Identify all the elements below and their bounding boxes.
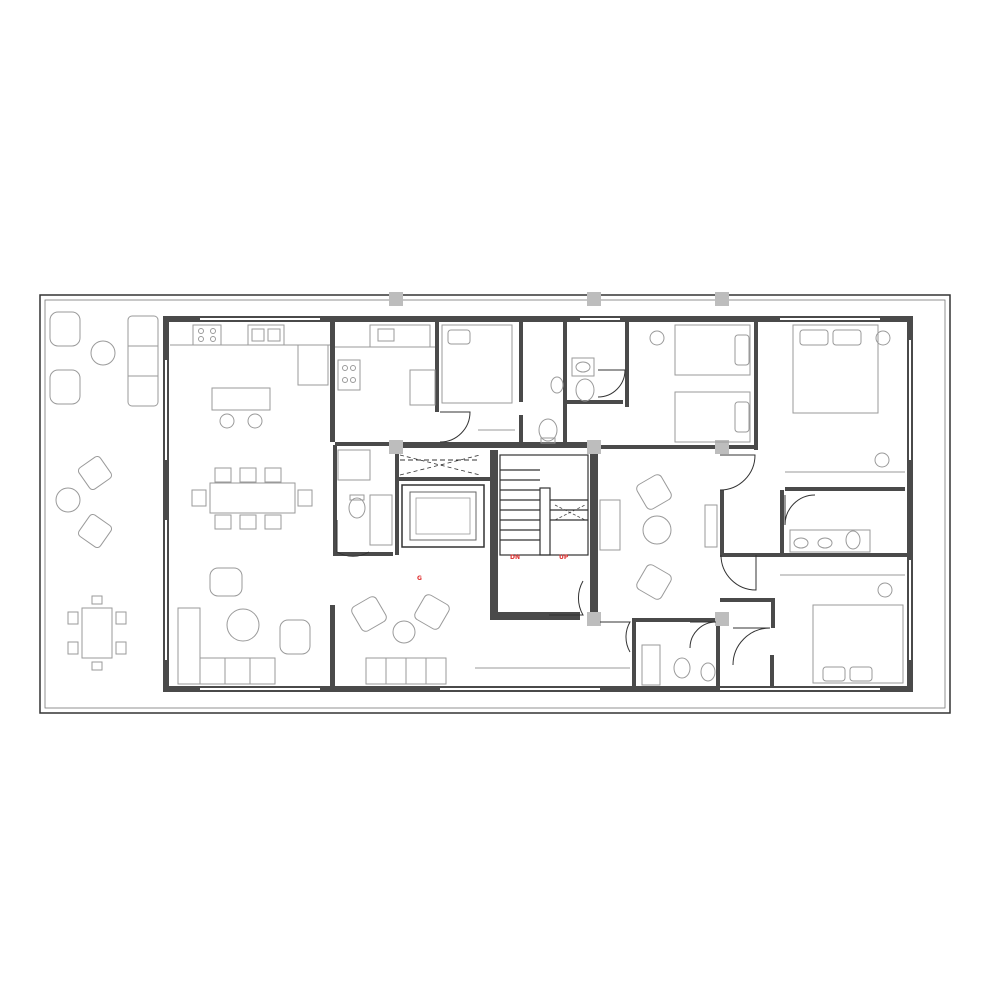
level-label: G (417, 575, 422, 582)
staircase (499, 454, 589, 556)
stair-up-label: UP (559, 554, 569, 561)
kitchen-furniture (335, 324, 436, 406)
bedroom-twin-furniture (649, 324, 751, 443)
window-marks (165, 318, 911, 690)
lounge-furniture (351, 474, 718, 685)
terrace-furniture (49, 311, 159, 671)
bedroom-three-furniture (780, 574, 905, 684)
interior-walls (330, 322, 910, 690)
columns (389, 292, 729, 626)
elevator (399, 454, 485, 548)
bedroom-small-furniture (441, 324, 515, 431)
master-bedroom-furniture (785, 324, 905, 473)
bathroom-fixtures (337, 357, 871, 686)
stair-down-label: DN (510, 554, 520, 561)
doors[interactable] (336, 369, 816, 666)
exterior-walls (163, 316, 913, 692)
living-dining-furniture (170, 324, 330, 685)
site-boundary (39, 294, 951, 714)
